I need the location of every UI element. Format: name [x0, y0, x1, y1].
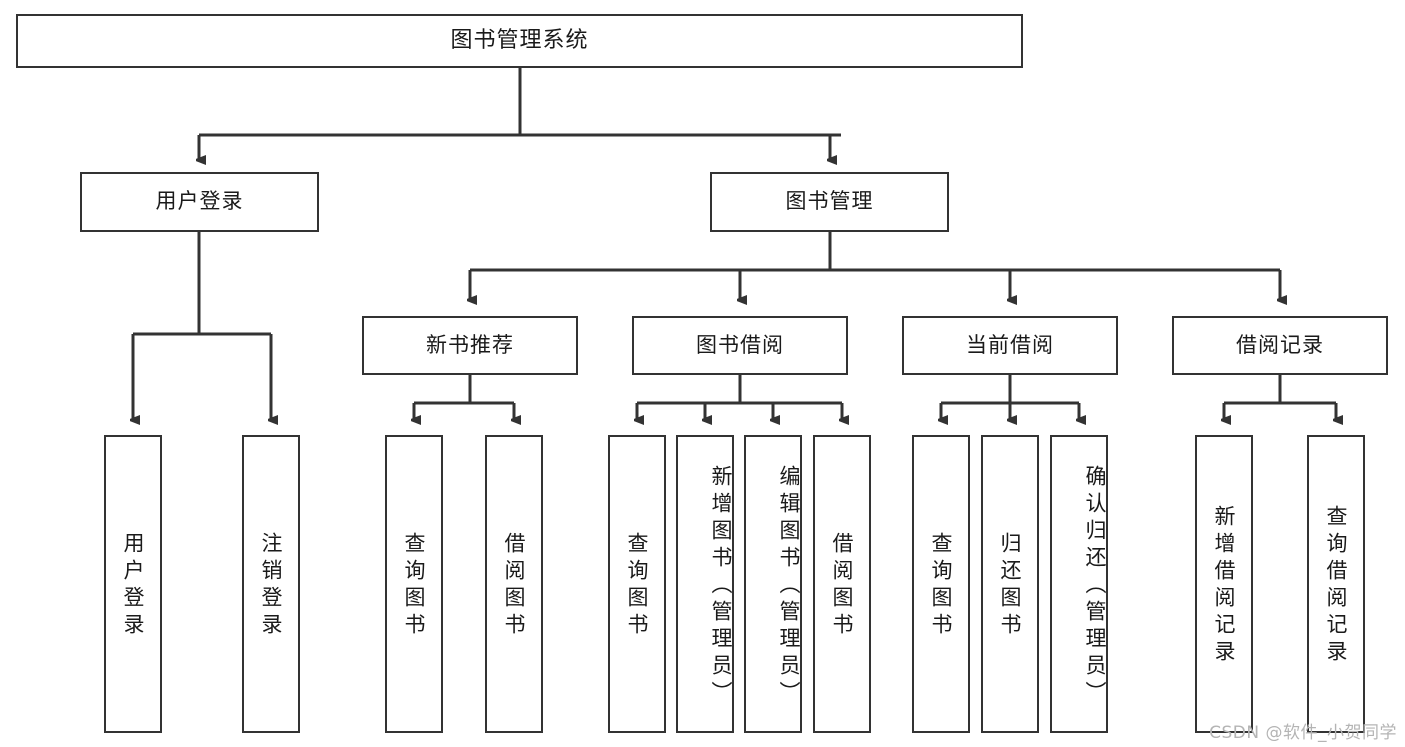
node-user-login[interactable]: 用户登录	[80, 172, 319, 232]
leaf-query-book-current[interactable]: 查询图书	[912, 435, 970, 733]
leaf-query-book-borrow[interactable]: 查询图书	[608, 435, 666, 733]
leaf-user-login[interactable]: 用户登录	[104, 435, 162, 733]
leaf-return-book[interactable]: 归还图书	[981, 435, 1039, 733]
leaf-query-book-recommend[interactable]: 查询图书	[385, 435, 443, 733]
leaf-add-borrow-record[interactable]: 新增借阅记录	[1195, 435, 1253, 733]
node-book-manage[interactable]: 图书管理	[710, 172, 949, 232]
leaf-query-borrow-record[interactable]: 查询借阅记录	[1307, 435, 1365, 733]
leaf-borrow-book[interactable]: 借阅图书	[813, 435, 871, 733]
leaf-add-book[interactable]: 新增图书（管理员）	[676, 435, 734, 733]
node-root[interactable]: 图书管理系统	[16, 14, 1023, 68]
leaf-confirm-return[interactable]: 确认归还（管理员）	[1050, 435, 1108, 733]
leaf-logout-login[interactable]: 注销登录	[242, 435, 300, 733]
node-current-borrow[interactable]: 当前借阅	[902, 316, 1118, 375]
watermark-text: CSDN @软件_小贺同学	[1209, 723, 1397, 743]
node-borrow-record[interactable]: 借阅记录	[1172, 316, 1388, 375]
leaf-edit-book[interactable]: 编辑图书（管理员）	[744, 435, 802, 733]
leaf-borrow-book-recommend[interactable]: 借阅图书	[485, 435, 543, 733]
node-new-book-recommend[interactable]: 新书推荐	[362, 316, 578, 375]
node-book-borrow[interactable]: 图书借阅	[632, 316, 848, 375]
